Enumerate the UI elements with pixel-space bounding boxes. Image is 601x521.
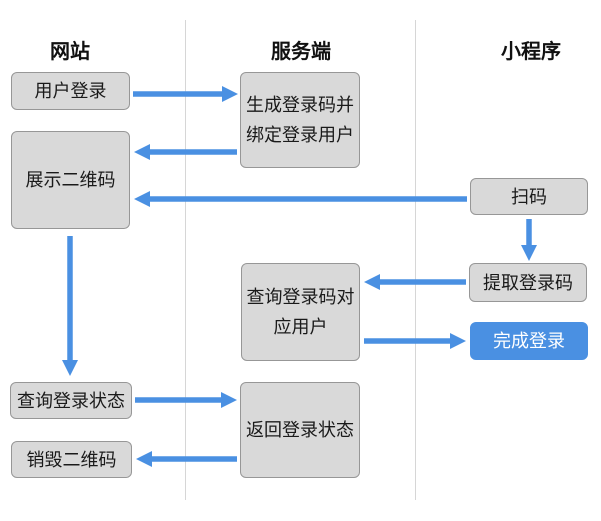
lane-label-website: 网站 [50,41,90,63]
lane-separator-website-server [185,20,186,500]
node-return-login-status: 返回登录状态 [240,382,360,478]
node-show-qr-code: 展示二维码 [11,131,130,229]
arrow-show-qr-to-query-status [62,236,78,376]
node-scan-code: 扫码 [470,178,588,215]
node-query-login-code-user: 查询登录码对 应用户 [241,263,360,361]
arrow-return-status-to-destroy-qr [136,451,237,467]
node-generate-login-code: 生成登录码并 绑定登录用户 [240,72,360,168]
node-query-login-status: 查询登录状态 [10,382,132,419]
node-destroy-qr-code: 销毁二维码 [11,441,132,478]
lane-label-server: 服务端 [271,41,331,63]
arrow-query-status-to-return-status [135,392,237,408]
arrow-scan-to-extract-code [521,219,537,261]
lane-separator-server-miniprogram [415,20,416,500]
lane-label-miniprogram: 小程序 [501,41,561,63]
node-complete-login: 完成登录 [470,322,588,360]
node-extract-login-code: 提取登录码 [469,263,587,302]
node-user-login: 用户登录 [11,72,130,110]
arrow-scan-to-show-qr [134,191,467,207]
